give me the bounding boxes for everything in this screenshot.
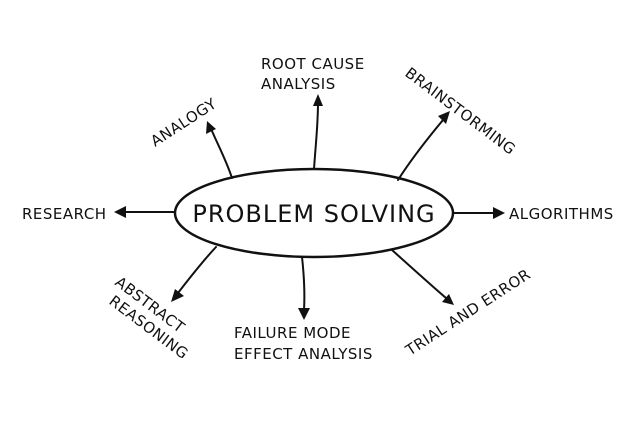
root-cause-label-line2: ANALYSIS — [261, 75, 336, 93]
arrowhead-abstract-reasoning — [171, 289, 184, 302]
connector-root-cause — [313, 101, 319, 170]
connector-brainstorming — [397, 119, 444, 181]
arrowhead-analogy — [206, 121, 216, 134]
connector-failure-mode — [301, 256, 306, 311]
analogy-label: ANALOGY — [147, 94, 220, 150]
center-label: PROBLEM SOLVING — [192, 200, 435, 228]
root-cause-label-line1: ROOT CAUSE — [261, 55, 365, 73]
algorithms-label: ALGORITHMS — [509, 205, 614, 223]
connector-abstract-reasoning — [177, 246, 217, 294]
brainstorming-label: BRAINSTORMING — [402, 64, 520, 159]
failure-mode-label-line1: FAILURE MODE — [234, 324, 351, 342]
arrowhead-algorithms — [493, 207, 505, 219]
trial-error-label: TRIAL AND ERROR — [402, 265, 534, 360]
arrowhead-research — [114, 206, 126, 218]
arrowhead-failure-mode — [298, 308, 310, 320]
research-label: RESEARCH — [22, 205, 107, 223]
arrowhead-root-cause — [313, 94, 323, 106]
connector-analogy — [211, 130, 233, 179]
connector-trial-error — [391, 249, 447, 299]
arrowhead-trial-error — [442, 294, 454, 305]
arrowhead-brainstorming — [438, 111, 450, 124]
failure-mode-label-line2: EFFECT ANALYSIS — [234, 345, 373, 363]
